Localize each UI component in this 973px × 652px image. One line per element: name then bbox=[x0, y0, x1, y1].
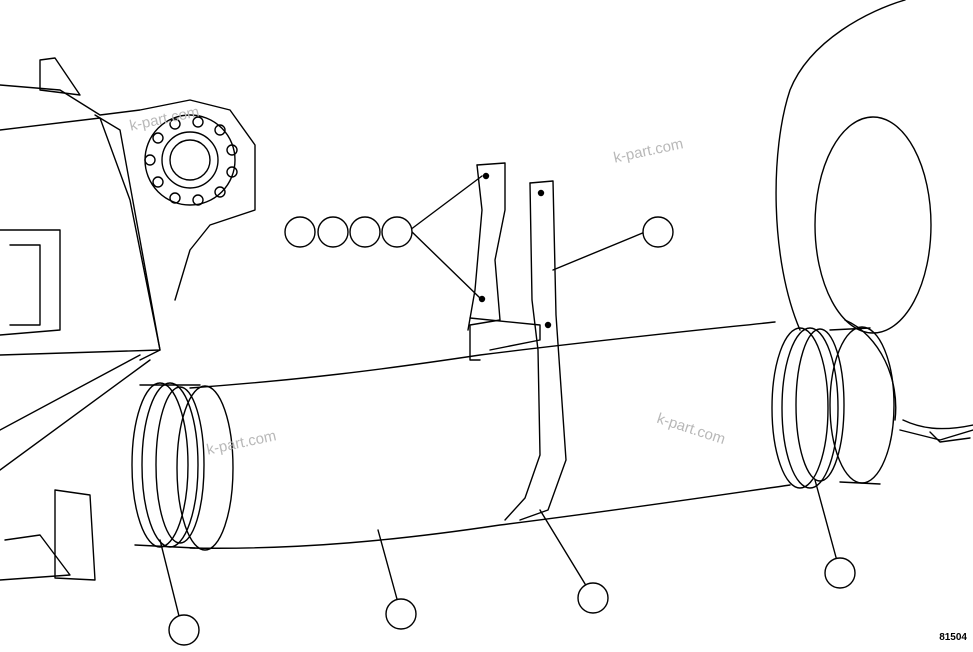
leader-lines bbox=[159, 175, 841, 629]
air-cleaner-housing bbox=[775, 0, 973, 443]
callout-bubble bbox=[349, 216, 381, 248]
intake-tube bbox=[176, 321, 791, 551]
callout-bubble bbox=[577, 582, 609, 614]
mounting-bracket bbox=[467, 162, 541, 361]
figure-number: 81504 bbox=[939, 632, 967, 643]
callout-bubble bbox=[317, 216, 349, 248]
machine-frame bbox=[0, 57, 256, 581]
callout-bubble bbox=[642, 216, 674, 248]
support-strap bbox=[504, 180, 567, 521]
callout-bubble bbox=[824, 557, 856, 589]
right-hose-clamp bbox=[771, 326, 895, 489]
callout-bubble bbox=[381, 216, 413, 248]
callout-bubble bbox=[168, 614, 200, 646]
callout-bubble bbox=[284, 216, 316, 248]
callouts bbox=[168, 216, 856, 646]
left-hose-clamp bbox=[131, 382, 205, 549]
callout-bubble bbox=[385, 598, 417, 630]
